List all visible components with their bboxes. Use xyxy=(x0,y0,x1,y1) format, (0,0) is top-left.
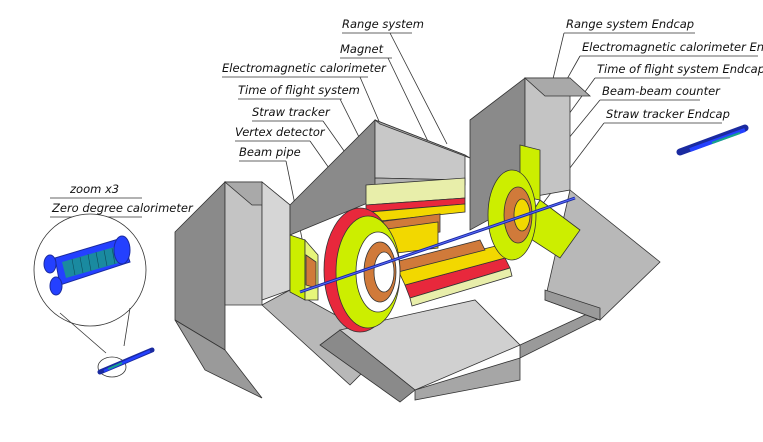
label-beam-beam-counter: Beam-beam counter xyxy=(602,84,720,98)
label-magnet: Magnet xyxy=(340,42,384,56)
ecal-endcap-left xyxy=(289,234,319,301)
label-electromagnetic-calorimeter: Electromagnetic calorimeter xyxy=(222,61,386,75)
label-tof-endcap: Time of flight system Endcap xyxy=(597,62,763,76)
label-vertex-detector: Vertex detector xyxy=(235,125,325,139)
label-straw-tracker-endcap: Straw tracker Endcap xyxy=(606,107,730,121)
ecal-ring-front xyxy=(323,207,401,333)
zero-degree-calorimeter-small xyxy=(97,347,155,378)
label-range-system: Range system xyxy=(342,17,424,31)
zero-degree-calorimeter-zoomed xyxy=(43,235,131,296)
label-zero-degree-calorimeter: Zero degree calorimeter xyxy=(52,201,193,215)
zero-degree-calorimeter-right xyxy=(676,124,749,156)
label-ecal-endcap: Electromagnetic calorimeter Endcap xyxy=(582,40,763,54)
label-time-of-flight-system: Time of flight system xyxy=(238,83,360,97)
range-system-front xyxy=(319,299,601,403)
label-straw-tracker: Straw tracker xyxy=(252,105,330,119)
label-range-system-endcap: Range system Endcap xyxy=(566,17,695,31)
lower-barrel-layers xyxy=(394,239,513,307)
label-beam-pipe: Beam pipe xyxy=(239,145,301,159)
magnet xyxy=(365,177,466,256)
label-zoom: zoom x3 xyxy=(70,182,120,196)
beam-pipe xyxy=(299,196,576,294)
